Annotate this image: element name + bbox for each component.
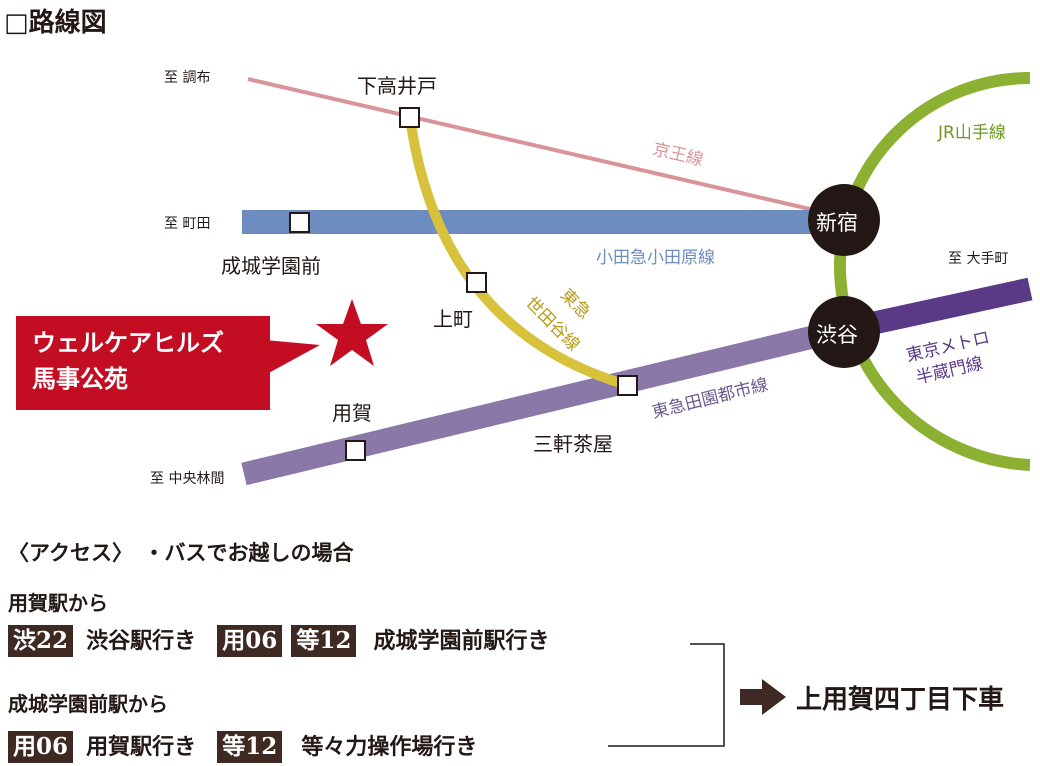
- page-title: □路線図: [4, 8, 107, 38]
- shibuya-hub: [808, 296, 880, 368]
- station-seijogakuenmae: 成城学園前: [221, 254, 321, 278]
- bus-tag: 等12: [291, 625, 357, 657]
- direction-chuo-rinkan: 至 中央林間: [150, 471, 225, 487]
- station-sangenjaya: 三軒茶屋: [533, 432, 613, 456]
- direction-otemachi: 至 大手町: [948, 251, 1009, 267]
- star-icon: [316, 299, 388, 366]
- bracket-connector: [608, 643, 725, 747]
- line-label-odakyu: 小田急小田原線: [596, 248, 715, 268]
- callout-line1: ウェルケアヒルズ: [32, 329, 224, 357]
- station-marker-seijogakuenmae: [289, 212, 310, 233]
- hub-label-shinjuku: 新宿: [816, 211, 858, 235]
- route-text: 成城学園前駅行き: [373, 628, 550, 654]
- route-text: 等々力操作場行き: [301, 734, 478, 760]
- station-marker-youga: [345, 440, 366, 461]
- bus-tag: 用06: [217, 625, 283, 657]
- bus-tag: 等12: [217, 731, 283, 763]
- arrow-right-icon: [740, 679, 786, 715]
- route-row-2: 用06 用賀駅行き 等12 等々力操作場行き: [8, 729, 477, 763]
- station-youga: 用賀: [332, 401, 372, 425]
- callout-pointer: [265, 340, 320, 375]
- station-marker-kamimachi: [466, 272, 487, 293]
- station-marker-sangenjaya: [617, 375, 638, 396]
- route-row-1: 渋22 渋谷駅行き 用06 等12 成城学園前駅行き: [8, 623, 549, 657]
- route-text: 用賀駅行き: [86, 734, 197, 760]
- denentoshi-line: [241, 318, 845, 486]
- hub-label-shibuya: 渋谷: [816, 323, 858, 347]
- from-youga-label: 用賀駅から: [8, 591, 108, 615]
- shinjuku-hub: [808, 184, 880, 256]
- station-marker-shimotakaido: [399, 107, 420, 128]
- bus-tag: 用06: [8, 731, 74, 763]
- station-kamimachi: 上町: [433, 307, 473, 331]
- odakyu-line: [242, 210, 842, 234]
- station-shimotakaido: 下高井戸: [357, 74, 437, 98]
- line-label-yamanote: JR山手線: [938, 123, 1006, 143]
- callout-line2: 馬事公苑: [32, 365, 128, 393]
- direction-chofu: 至 調布: [164, 70, 211, 86]
- facility-callout: ウェルケアヒルズ 馬事公苑: [16, 316, 270, 410]
- direction-machida: 至 町田: [164, 216, 211, 232]
- keio-line: [247, 77, 841, 218]
- access-header: 〈アクセス〉 ・バスでお越しの場合: [8, 540, 354, 565]
- yamanote-line: [833, 72, 1031, 471]
- destination-stop: 上用賀四丁目下車: [796, 685, 1005, 715]
- route-text: 渋谷駅行き: [86, 628, 197, 654]
- bus-tag: 渋22: [8, 625, 74, 657]
- from-seijo-label: 成城学園前駅から: [8, 692, 168, 716]
